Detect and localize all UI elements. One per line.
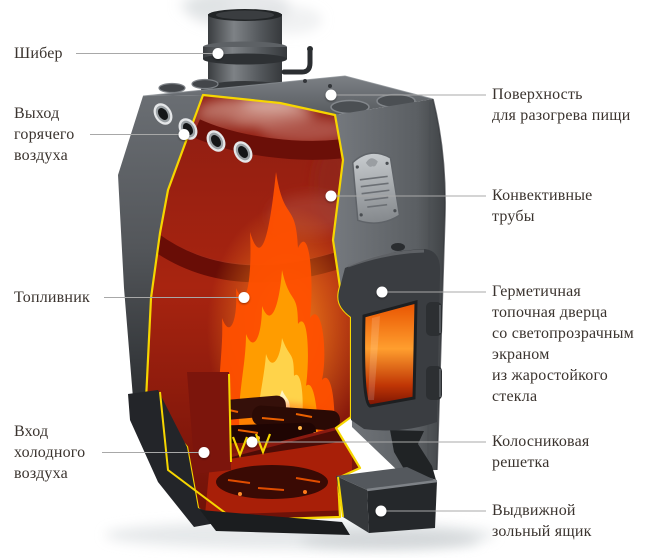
dot-cooking-surface: [325, 89, 337, 101]
nameplate-badge: [351, 152, 401, 224]
firebox-left-wall: [187, 372, 232, 474]
support-leg: [128, 390, 233, 527]
dot-shiber: [212, 48, 224, 59]
burner-cap: [158, 82, 186, 94]
label-ash-box: Выдвижной зольный ящик: [492, 502, 592, 540]
top-plate: [142, 75, 434, 115]
stove-door: [338, 243, 442, 431]
label-hot-air-outlet: Выход горячего воздуха: [14, 105, 75, 164]
grate-teeth-icon: [231, 433, 272, 459]
chimney-pipe: [201, 9, 313, 99]
damper-handle-icon: [281, 47, 313, 75]
callout-dots: [178, 48, 388, 517]
door-hinge-icon: [426, 302, 442, 400]
dot-cold-air-inlet: [198, 447, 210, 458]
dot-grate: [246, 436, 258, 448]
body-left-panel: [118, 95, 203, 400]
label-shiber: Шибер: [14, 45, 63, 62]
label-sealed-door: Герметичная топочная дверца со светопроз…: [492, 283, 634, 405]
door-glass: [362, 300, 418, 408]
burner-cap: [191, 78, 219, 90]
callout-lines: [76, 53, 486, 512]
bottom-floor: [200, 510, 350, 535]
dot-convective-tubes: [325, 190, 337, 202]
dot-ash-box: [375, 505, 387, 517]
dot-firebox: [238, 292, 250, 303]
interior-cutaway: [146, 95, 360, 521]
label-grate: Колосниковая решетка: [492, 433, 590, 471]
dot-hot-air-outlet: [178, 129, 190, 140]
label-firebox: Топливник: [14, 289, 90, 306]
dot-sealed-door: [376, 286, 388, 298]
ash-drawer: [336, 467, 438, 533]
ash-chamber: [205, 440, 352, 515]
label-cold-air-inlet: Вход холодного воздуха: [14, 423, 86, 482]
label-convective-tubes: Конвективные трубы: [492, 187, 593, 225]
label-cooking-surface: Поверхность для разогрева пищи: [492, 86, 631, 124]
